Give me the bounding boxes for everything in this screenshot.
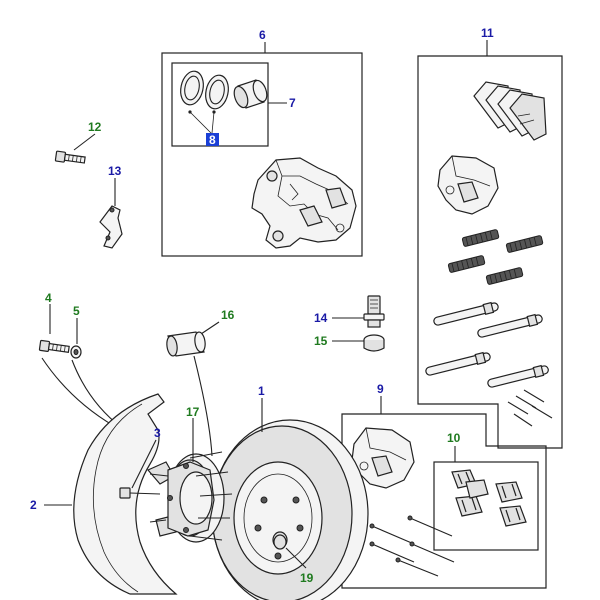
bolt-4 [38, 304, 70, 353]
pad-retaining-clips [507, 389, 553, 427]
callout-17: 17 [186, 405, 200, 419]
callout-19: 19 [300, 571, 314, 585]
callout-6: 6 [259, 28, 266, 42]
wheel-studs [149, 451, 233, 541]
callout-9: 9 [377, 382, 384, 396]
clip-kit-box [433, 461, 539, 551]
spacer-16 [166, 321, 220, 457]
caliper-fitting-box [341, 413, 547, 589]
fitting-kit-caliper [351, 427, 415, 489]
brake-caliper-body [251, 157, 357, 249]
wheel-hub [149, 451, 233, 543]
caliper-fitting-group [341, 396, 547, 589]
callout-4: 4 [45, 291, 52, 305]
callout-15: 15 [314, 334, 328, 348]
callout-7: 7 [289, 96, 296, 110]
bracket-13 [99, 178, 123, 249]
bolt-14 [332, 295, 385, 328]
callout-3: 3 [154, 426, 161, 440]
clip-kit-parts [451, 469, 527, 527]
caliper-piston [233, 79, 268, 109]
fitting-kit-bolts [369, 515, 455, 577]
callout-1: 1 [258, 384, 265, 398]
washer-5 [70, 318, 82, 359]
anti-rattle-springs [447, 229, 544, 285]
hub-nut-19 [273, 534, 307, 569]
hub-bolt-3 [119, 439, 161, 499]
brake-pads-set [473, 81, 547, 141]
brake-disc [211, 419, 369, 600]
callout-14: 14 [314, 311, 328, 325]
callout-labels: 6 7 8 11 12 13 4 5 16 14 15 1 9 17 3 10 … [30, 26, 494, 585]
caliper-assembly-box [161, 52, 363, 257]
caliper-assembly-group [161, 42, 363, 257]
pad-kit-caliper [437, 155, 499, 215]
callout-8-highlight [206, 133, 219, 146]
bolt-12 [54, 133, 96, 164]
pad-kit-box [417, 55, 563, 449]
callout-13: 13 [108, 164, 122, 178]
seal-kit-box [171, 62, 269, 147]
callout-16: 16 [221, 308, 235, 322]
callout-2: 2 [30, 498, 37, 512]
callout-8: 8 [209, 133, 216, 147]
nut-15 [332, 334, 385, 352]
guide-pins [425, 301, 549, 388]
pad-kit-group [417, 40, 563, 449]
callout-10: 10 [447, 431, 461, 445]
callout-12: 12 [88, 120, 102, 134]
callout-5: 5 [73, 304, 80, 318]
piston-seal-rings [180, 70, 229, 110]
callout-11: 11 [481, 26, 494, 40]
